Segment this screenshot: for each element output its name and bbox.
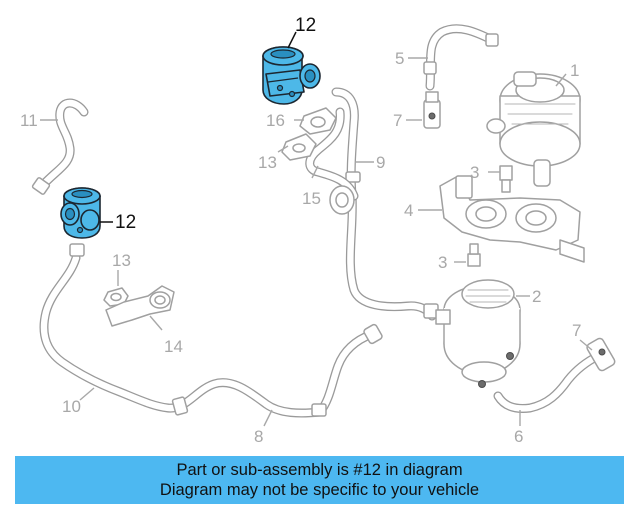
callout-10: 10 [62,397,81,416]
banner-line-disclaimer: Diagram may not be specific to your vehi… [159,481,480,499]
callout-13-lower: 13 [112,251,131,270]
callout-12-upper: 12 [295,15,316,36]
bolt-3-upper [499,165,513,193]
info-banner: Part or sub-assembly is #12 in diagram D… [15,456,624,504]
gasket-13-upper [281,133,317,161]
callout-3-upper: 3 [470,163,479,182]
air-pump-2 [435,279,521,388]
valve-7-lower [586,337,616,372]
callout-15: 15 [302,189,321,208]
callout-8: 8 [254,427,263,446]
callout-16: 16 [266,111,285,130]
valve-12-upper [262,46,321,105]
callout-3-lower: 3 [438,253,447,272]
callout-2: 2 [532,287,541,306]
callout-6: 6 [514,427,523,446]
callout-1: 1 [570,61,579,80]
callout-7-upper: 7 [393,111,402,130]
pipe-14 [105,285,175,327]
valve-7-upper [423,91,441,129]
callout-11: 11 [20,111,38,130]
callout-7-lower: 7 [572,321,581,340]
banner-line-part-number: Part or sub-assembly is #12 in diagram [176,461,463,479]
valve-12-lower [60,187,101,239]
bracket-4 [439,175,585,263]
gasket-16 [299,107,337,135]
callout-14: 14 [164,337,183,356]
callout-5: 5 [395,49,404,68]
callout-12-lower: 12 [115,212,136,233]
callout-13-upper: 13 [258,153,277,172]
callout-9: 9 [376,153,385,172]
hose-11 [37,98,89,191]
bolt-3-lower [467,243,481,267]
air-pump-1 [486,71,581,187]
callout-4: 4 [404,201,413,220]
hose-10 [39,253,325,418]
